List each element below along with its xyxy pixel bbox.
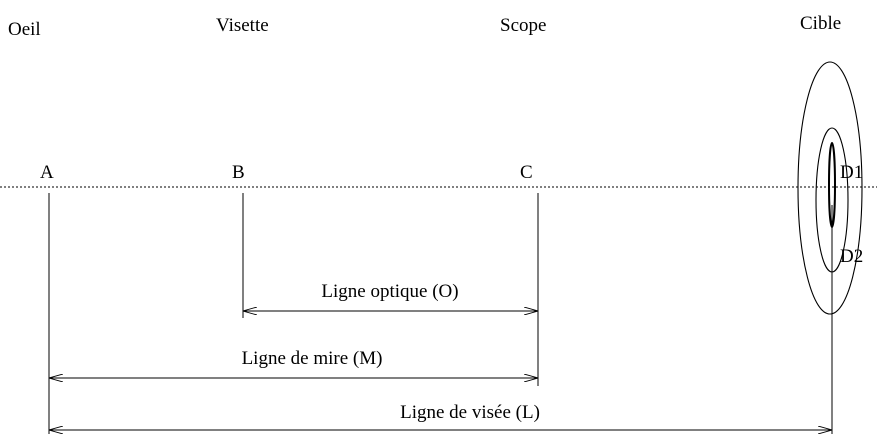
point-b-label: B (232, 162, 245, 183)
header-visette: Visette (216, 15, 269, 36)
point-d1-label: D1 (840, 162, 863, 183)
header-scope: Scope (500, 15, 546, 36)
header-target: Cible (800, 13, 841, 34)
aim-line-label: Ligne de visée (L) (400, 402, 540, 423)
header-eye: Oeil (8, 19, 41, 40)
sight-line-label: Ligne de mire (M) (242, 348, 383, 369)
point-d2-label: D2 (840, 246, 863, 267)
outer-ring (797, 61, 863, 315)
point-c-label: C (520, 162, 533, 183)
optical-line-label: Ligne optique (O) (321, 281, 458, 302)
point-a-label: A (40, 162, 54, 183)
target-rings (797, 61, 863, 315)
